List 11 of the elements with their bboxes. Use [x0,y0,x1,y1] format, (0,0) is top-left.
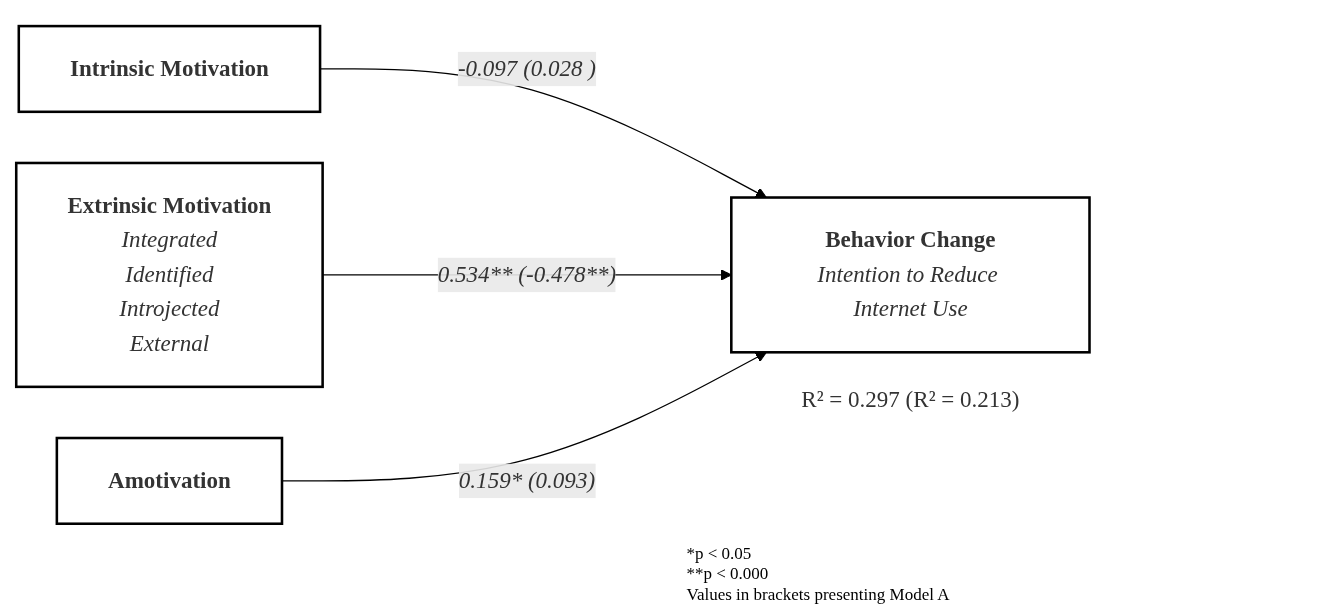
node-box: Amotivation [55,436,284,525]
footnote: Values in brackets presenting Model A [686,584,950,605]
node-label: R² = 0.297 (R² = 0.213) [801,386,1020,413]
footnote: *p < 0.05 [686,543,753,565]
footnote: **p < 0.000 [686,564,770,585]
edge-label: -0.097 (0.028 ) [457,55,597,82]
node-box: Behavior Change Intention to Reduce Internet Use [730,196,1091,354]
edge-label: 0.159* (0.093) [458,467,596,494]
node-box: Extrinsic Motivation Integrated Identified Introjected External [14,161,324,389]
node-box: Intrinsic Motivation [17,24,322,114]
edge-label: 0.534** (-0.478**) [437,261,617,288]
